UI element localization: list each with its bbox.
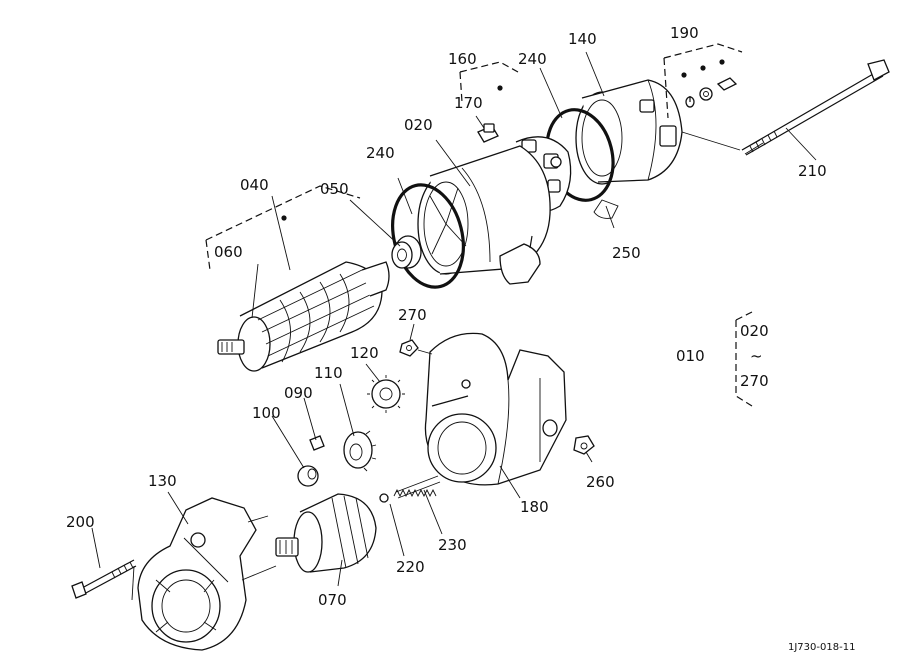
label-020-range: 020 [740, 322, 769, 340]
gear-120 [367, 375, 405, 413]
pin-090 [309, 435, 325, 451]
label-240-rear: 240 [518, 50, 547, 68]
bolt-200 [71, 559, 137, 601]
label-180: 180 [520, 498, 549, 516]
assembly-range-bracket [735, 311, 753, 407]
o-ring-240-front [391, 183, 465, 289]
gear-110 [343, 430, 377, 472]
label-210: 210 [798, 162, 827, 180]
label-190: 190 [670, 24, 699, 42]
nut-270 [399, 339, 433, 357]
label-220: 220 [396, 558, 425, 576]
label-020: 020 [404, 116, 433, 134]
front-bracket-130 [137, 497, 277, 651]
label-050: 050 [320, 180, 349, 198]
label-140: 140 [568, 30, 597, 48]
label-270-range: 270 [740, 372, 769, 390]
screw-170 [477, 123, 499, 143]
label-070: 070 [318, 591, 347, 609]
part-labels: 010 020 ~ 270 020 040 050 060 070 090 10… [66, 24, 855, 653]
leader-lines [91, 51, 817, 587]
label-130: 130 [148, 472, 177, 490]
label-090: 090 [284, 384, 313, 402]
label-120: 120 [350, 344, 379, 362]
yoke-020 [417, 145, 551, 285]
screw-set-190 [663, 43, 743, 119]
retainer-100 [297, 465, 319, 487]
label-100: 100 [252, 404, 281, 422]
drawing-code: 1J730-018-11 [788, 642, 855, 653]
nut-260 [573, 435, 595, 455]
armature-060 [205, 185, 390, 372]
label-060: 060 [214, 243, 243, 261]
label-240-front: 240 [366, 144, 395, 162]
through-bolt-210 [741, 59, 890, 156]
label-040: 040 [240, 176, 269, 194]
spring-230 [393, 475, 441, 499]
rear-cover-140 [575, 79, 741, 185]
label-200: 200 [66, 513, 95, 531]
label-110: 110 [314, 364, 343, 382]
label-010: 010 [676, 347, 705, 365]
drive-housing-180 [424, 332, 567, 486]
overrunning-clutch-070 [275, 493, 377, 573]
bolt-250 [593, 199, 619, 219]
bearing-050 [391, 235, 422, 269]
label-230: 230 [438, 536, 467, 554]
label-250: 250 [612, 244, 641, 262]
label-tilde: ~ [750, 347, 763, 365]
label-160: 160 [448, 50, 477, 68]
label-270: 270 [398, 306, 427, 324]
label-260: 260 [586, 473, 615, 491]
ball-220 [379, 493, 389, 503]
label-170: 170 [454, 94, 483, 112]
